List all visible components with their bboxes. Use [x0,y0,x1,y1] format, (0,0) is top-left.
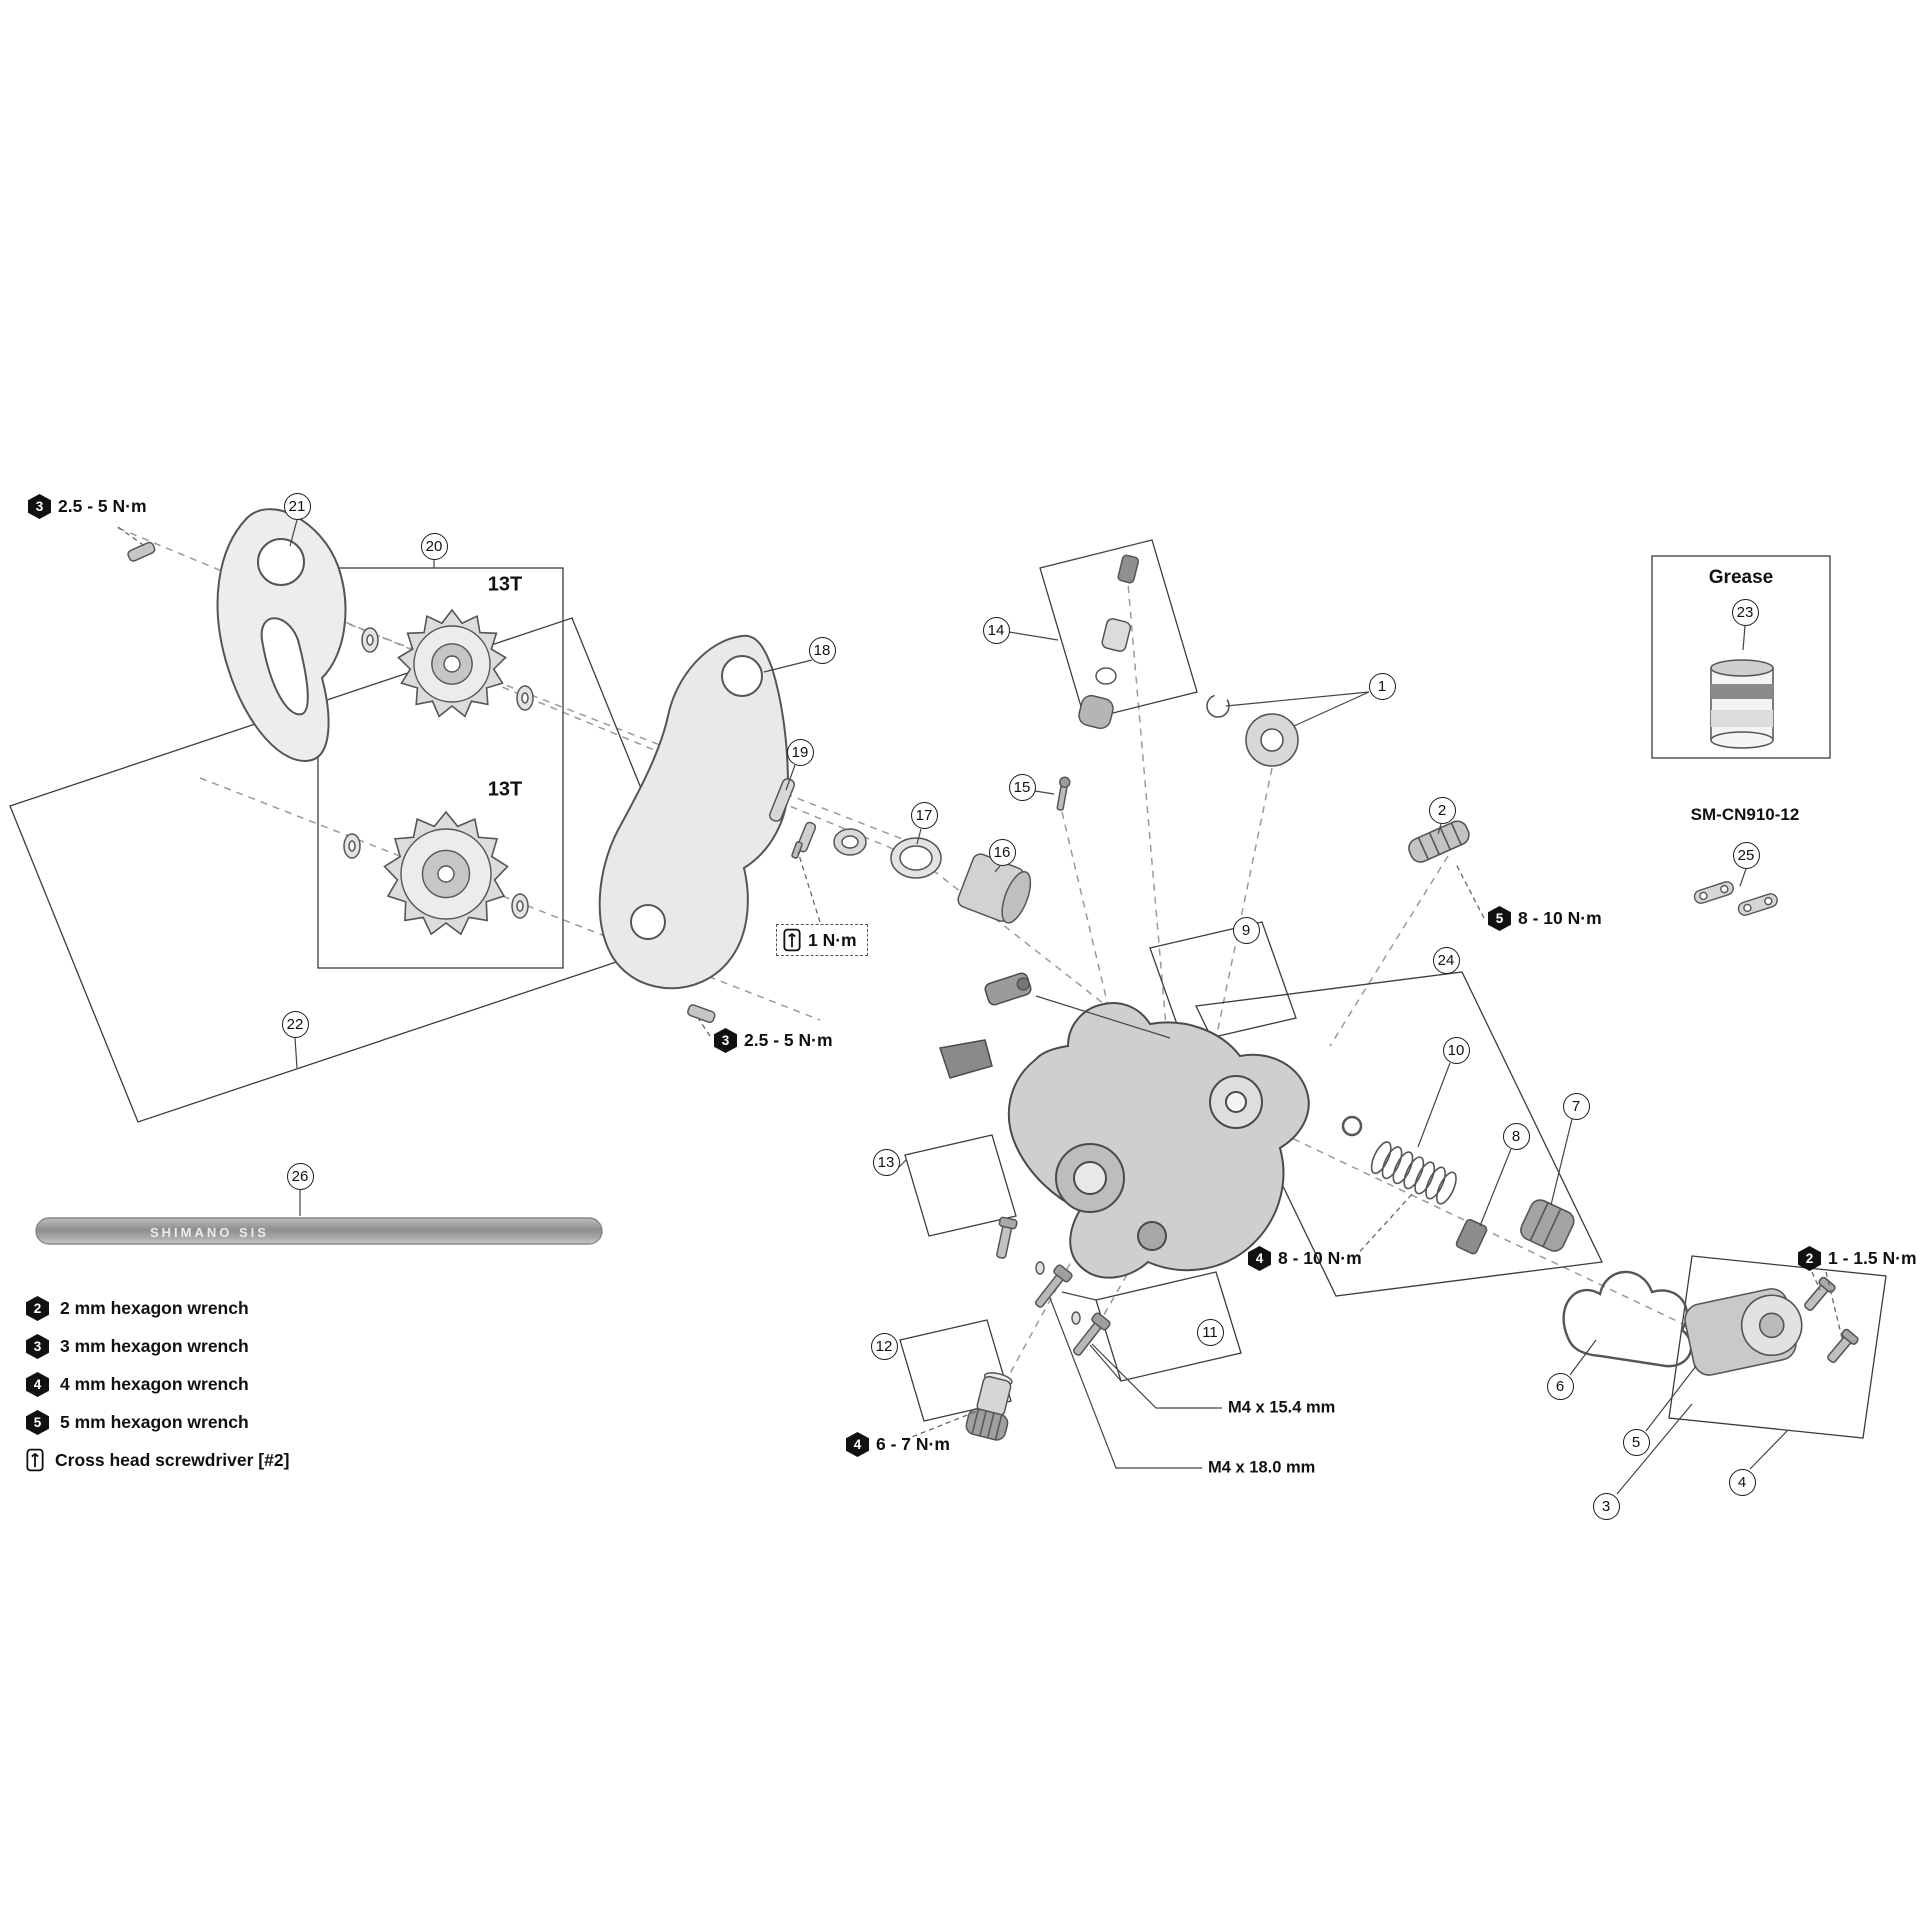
bracket-axle-parts [1206,694,1470,863]
pulley-washers [343,627,534,919]
hex5-mm-hexagon-wrench-icon: 5 [26,1410,49,1435]
box-part-24 [1195,971,1603,1297]
cross-head-screwdriver-icon [26,1448,44,1472]
torque-leader-lines [117,526,1843,1441]
legend-item: Cross head screwdriver [#2] [26,1448,289,1472]
box-part-9 [1149,921,1297,1045]
tension-spring-parts [1341,1115,1693,1368]
legend-text: 3 mm hexagon wrench [60,1336,249,1356]
pulley-box-outline [317,567,564,969]
hex4-mm-hexagon-wrench-icon: 4 [26,1372,49,1397]
derailleur-body [939,972,1310,1279]
legend-text: 4 mm hexagon wrench [60,1374,249,1394]
tool-legend: 2 2 mm hexagon wrench 3 3 mm hexagon wrench… [26,1296,289,1472]
box-part-12 [899,1319,1012,1422]
legend-text: 2 mm hexagon wrench [60,1298,249,1318]
cage-assembly-outline [9,617,701,1123]
box-part-14 [1039,539,1198,721]
switch-unit [1684,1276,1859,1376]
leader-lines [289,519,1789,1495]
chain-quick-links [1693,881,1778,916]
legend-text: Cross head screwdriver [#2] [55,1449,290,1470]
legend-item: 4 4 mm hexagon wrench [26,1372,289,1397]
assembly-axis-lines [117,527,1701,1389]
mount-bolts [965,1216,1111,1441]
inner-cage-plate [598,634,790,990]
outer-cage-plate [216,508,347,762]
pulley-gears [383,608,509,936]
legend-item: 3 3 mm hexagon wrench [26,1334,289,1359]
legend-item: 2 2 mm hexagon wrench [26,1296,289,1321]
small-fasteners [127,541,1032,1024]
hex2-mm-hexagon-wrench-icon: 2 [26,1296,49,1321]
clutch-unit-parts [1056,554,1140,811]
legend-item: 5 5 mm hexagon wrench [26,1410,289,1435]
box-part-11 [1095,1271,1242,1382]
shift-cable: SHIMANO SIS [35,1217,603,1245]
grease-jar [1710,659,1774,749]
hex3-mm-hexagon-wrench-icon: 3 [26,1334,49,1359]
cable-print: SHIMANO SIS [150,1225,269,1240]
box-part-13 [904,1134,1017,1237]
legend-text: 5 mm hexagon wrench [60,1412,249,1432]
